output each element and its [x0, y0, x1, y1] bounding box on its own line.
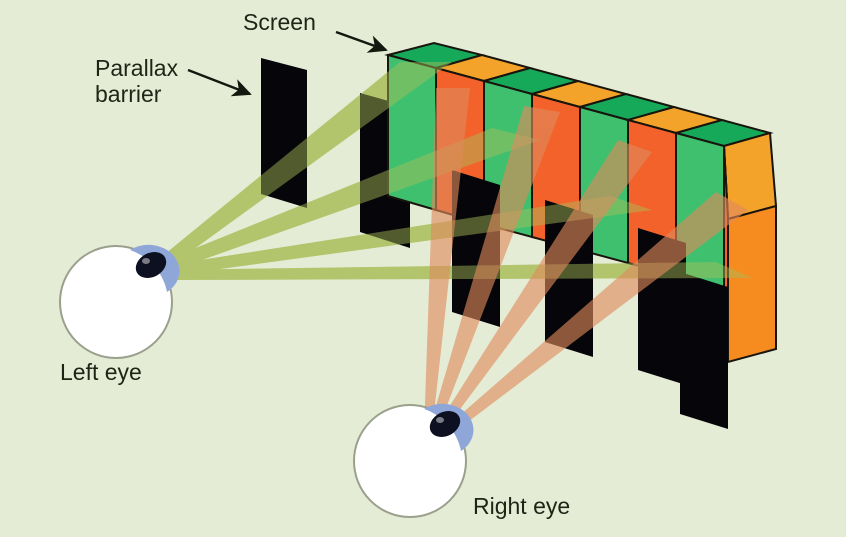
left-eye-label: Left eye	[60, 359, 142, 385]
right-eye-beam-2	[428, 106, 560, 434]
right-eye-highlight	[436, 417, 444, 423]
right-eye-iris	[424, 403, 474, 451]
screen-col-8-side	[727, 204, 777, 364]
left-eye-beam-1-overlay	[160, 62, 452, 268]
right-eye-pupil	[429, 411, 461, 437]
right-eye-label: Right eye	[473, 493, 571, 519]
left-eye-highlight	[142, 258, 150, 264]
parallax-barrier-arrow	[187, 68, 252, 97]
barrier-slat-1	[261, 58, 307, 208]
right-eye-beam-3	[432, 140, 652, 436]
left-eye-beam-3-overlay	[162, 196, 652, 276]
right-eye-beam-4	[436, 192, 748, 440]
left-eye-beam-4-overlay	[163, 262, 752, 280]
right-eye-beam-1	[424, 88, 470, 432]
right-eye	[353, 403, 474, 518]
barrier-slat-6	[680, 272, 728, 429]
screen-label: Screen	[243, 9, 316, 35]
parallax-barrier-label: Parallax barrier	[95, 55, 179, 107]
left-eye-pupil	[135, 252, 167, 278]
left-eye	[59, 244, 180, 359]
left-eye-iris	[130, 244, 180, 292]
right-eye-beam-group	[424, 88, 748, 440]
screen-arrow	[335, 30, 388, 53]
